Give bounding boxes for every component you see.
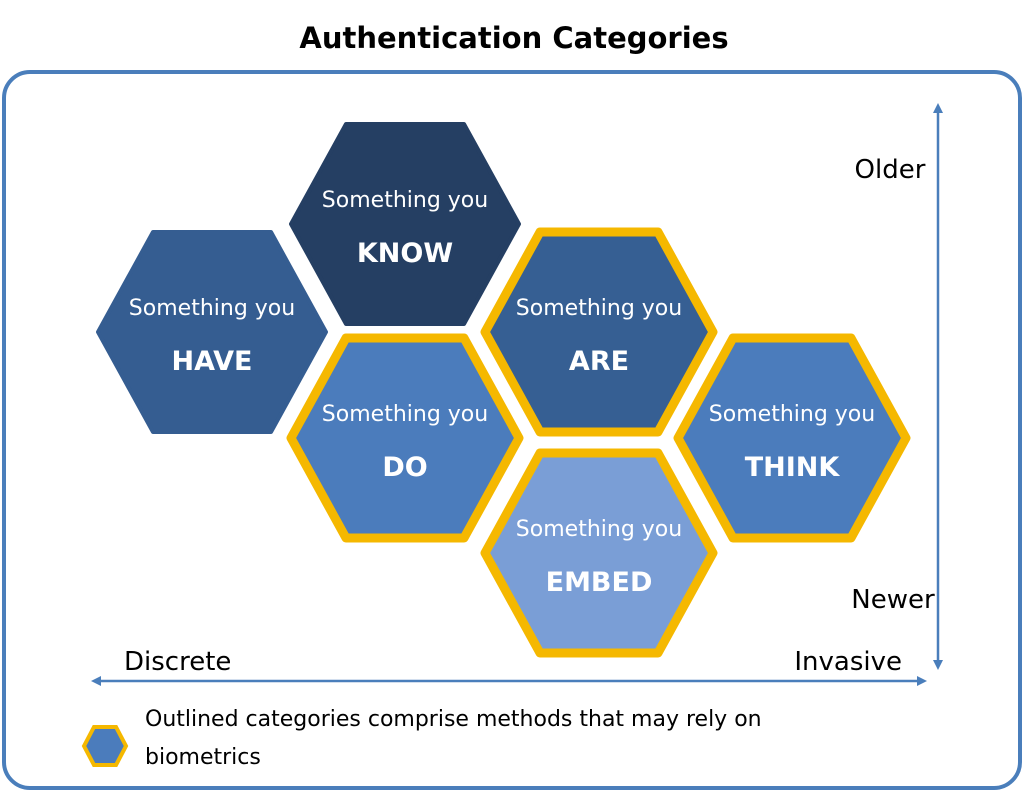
- hexagon-prefix-think: Something you: [709, 402, 875, 427]
- hexagon-shape-embed: [480, 448, 718, 658]
- hexagon-shape-are: [480, 227, 718, 437]
- axis-label-newer: Newer: [851, 585, 935, 615]
- hexagon-prefix-do: Something you: [322, 402, 488, 427]
- hexagon-shape-know: [289, 122, 521, 326]
- hexagon-prefix-embed: Something you: [516, 517, 682, 542]
- hexagon-word-do: DO: [382, 452, 427, 483]
- axis-label-discrete: Discrete: [124, 647, 231, 677]
- hexagon-word-are: ARE: [569, 346, 629, 377]
- diagram-title: Authentication Categories: [299, 21, 728, 55]
- diagram-frame: [2, 70, 1022, 790]
- hexagon-prefix-have: Something you: [129, 296, 295, 321]
- hexagon-word-know: KNOW: [357, 238, 453, 269]
- hexagon-shape-do: [286, 333, 524, 543]
- axis-label-invasive: Invasive: [794, 647, 902, 677]
- hexagon-shape-have: [96, 230, 328, 434]
- hexagon-shape-think: [673, 333, 911, 543]
- hexagon-prefix-are: Something you: [516, 296, 682, 321]
- legend-text-line2: biometrics: [145, 745, 261, 770]
- hexagon-prefix-know: Something you: [322, 188, 488, 213]
- hexagon-word-embed: EMBED: [546, 567, 653, 598]
- hexagon-word-have: HAVE: [172, 346, 253, 377]
- legend-outlined-hex-swatch: [81, 725, 129, 767]
- hexagon-word-think: THINK: [745, 452, 841, 483]
- legend-text-line1: Outlined categories comprise methods tha…: [145, 707, 762, 732]
- axis-label-older: Older: [855, 155, 926, 185]
